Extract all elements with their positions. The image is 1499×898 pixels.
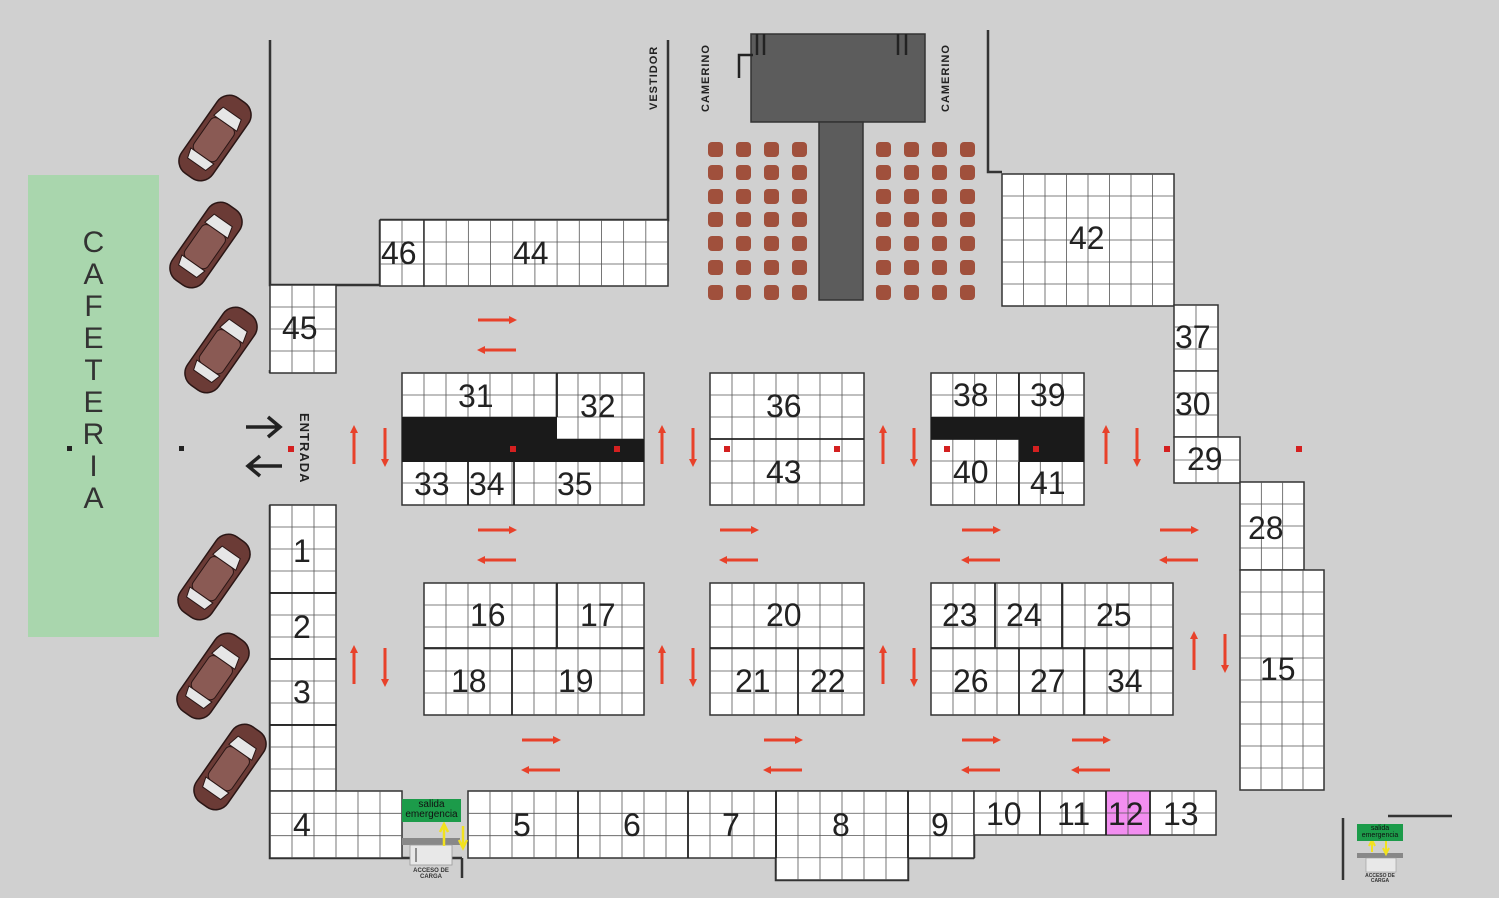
block-37[interactable]	[1173, 304, 1219, 372]
camerino-right-label: CAMERINO	[940, 44, 952, 112]
stall-7[interactable]: 7	[722, 807, 740, 843]
stall-5[interactable]: 5	[513, 807, 531, 843]
block-46[interactable]	[379, 219, 425, 287]
stall-6[interactable]: 6	[623, 807, 641, 843]
block-45[interactable]	[269, 284, 337, 374]
red-markers	[288, 446, 1302, 452]
stall-34a[interactable]: 34	[469, 466, 505, 502]
block-10-13[interactable]	[973, 790, 1217, 836]
stall-32[interactable]: 32	[580, 388, 616, 424]
stall-1[interactable]: 1	[293, 533, 311, 569]
block-16-19[interactable]	[423, 582, 645, 716]
stall-10[interactable]: 10	[986, 796, 1022, 832]
car-icon	[169, 201, 243, 289]
black-dots	[67, 446, 184, 451]
stall-13[interactable]: 13	[1163, 796, 1199, 832]
stall-43[interactable]: 43	[766, 454, 802, 490]
exit-sign-main: salida emergencia	[402, 799, 461, 822]
stall-23[interactable]: 23	[942, 597, 978, 633]
emergency-exit-main	[402, 821, 469, 866]
audience-seats	[708, 142, 975, 300]
stall-28[interactable]: 28	[1248, 510, 1284, 546]
stall-20[interactable]: 20	[766, 597, 802, 633]
stall-42[interactable]: 42	[1069, 220, 1105, 256]
stall-29[interactable]: 29	[1187, 441, 1223, 477]
stall-46[interactable]: 46	[381, 235, 417, 271]
stall-3[interactable]: 3	[293, 674, 311, 710]
block-20-22[interactable]	[709, 582, 865, 716]
block-29[interactable]	[1173, 436, 1241, 484]
parked-cars	[169, 94, 267, 811]
stall-31[interactable]: 31	[458, 378, 494, 414]
stall-39[interactable]: 39	[1030, 377, 1066, 413]
block-3b[interactable]	[269, 724, 337, 792]
stall-25[interactable]: 25	[1096, 597, 1132, 633]
stall-44[interactable]: 44	[513, 235, 549, 271]
cafeteria-label: C A F E T E R I A	[82, 226, 105, 515]
car-icon	[178, 94, 252, 182]
exit-sign-small: salida emergencia	[1357, 824, 1403, 841]
stall-33[interactable]: 33	[414, 466, 450, 502]
car-icon	[193, 723, 267, 811]
stall-34b[interactable]: 34	[1107, 663, 1143, 699]
stall-27[interactable]: 27	[1030, 663, 1066, 699]
block-1[interactable]	[269, 504, 337, 594]
camerino-left-label: CAMERINO	[700, 44, 712, 112]
car-icon	[184, 306, 258, 394]
stall-45[interactable]: 45	[282, 310, 318, 346]
stall-30[interactable]: 30	[1175, 386, 1211, 422]
stall-blocks	[269, 173, 1325, 881]
stall-35[interactable]: 35	[557, 466, 593, 502]
block-3[interactable]	[269, 658, 337, 726]
block-15[interactable]	[1239, 569, 1325, 791]
stall-36[interactable]: 36	[766, 388, 802, 424]
stall-12[interactable]: 12	[1108, 796, 1144, 832]
stall-11[interactable]: 11	[1057, 796, 1091, 832]
car-icon	[177, 533, 251, 621]
stage-platform	[737, 33, 926, 301]
emergency-exit-small	[1357, 837, 1403, 873]
stall-22[interactable]: 22	[810, 663, 846, 699]
stall-21[interactable]: 21	[735, 663, 771, 699]
stall-24[interactable]: 24	[1006, 597, 1042, 633]
block-42[interactable]	[1001, 173, 1175, 307]
stall-26[interactable]: 26	[953, 663, 989, 699]
cafeteria-area: C A F E T E R I A	[28, 175, 159, 637]
dark-partitions	[402, 417, 1084, 462]
stall-2[interactable]: 2	[293, 609, 311, 645]
stall-16[interactable]: 16	[470, 597, 506, 633]
block-4[interactable]	[269, 790, 403, 859]
stall-15[interactable]: 15	[1260, 651, 1296, 687]
entrance-arrows	[245, 415, 283, 478]
block-44[interactable]	[423, 219, 669, 287]
stall-4[interactable]: 4	[293, 807, 311, 843]
acceso-carga-main: ACCESO DE CARGA	[413, 868, 449, 880]
vestidor-label: VESTIDOR	[648, 45, 660, 110]
entrada-label: ENTRADA	[297, 413, 312, 484]
stall-9[interactable]: 9	[931, 807, 949, 843]
traffic-arrows	[350, 316, 1229, 774]
stall-37[interactable]: 37	[1175, 319, 1211, 355]
stall-17[interactable]: 17	[580, 597, 616, 633]
acceso-carga-small: ACCESO DE CARGA	[1365, 873, 1395, 884]
block-8[interactable]	[775, 790, 909, 881]
stall-8[interactable]: 8	[832, 807, 850, 843]
block-23-34[interactable]	[930, 582, 1174, 716]
car-icon	[176, 632, 250, 720]
stall-40[interactable]: 40	[953, 454, 989, 490]
stall-38[interactable]: 38	[953, 377, 989, 413]
stall-41[interactable]: 41	[1030, 465, 1066, 501]
stall-18[interactable]: 18	[451, 663, 487, 699]
block-30[interactable]	[1173, 370, 1219, 438]
stall-19[interactable]: 19	[558, 663, 594, 699]
